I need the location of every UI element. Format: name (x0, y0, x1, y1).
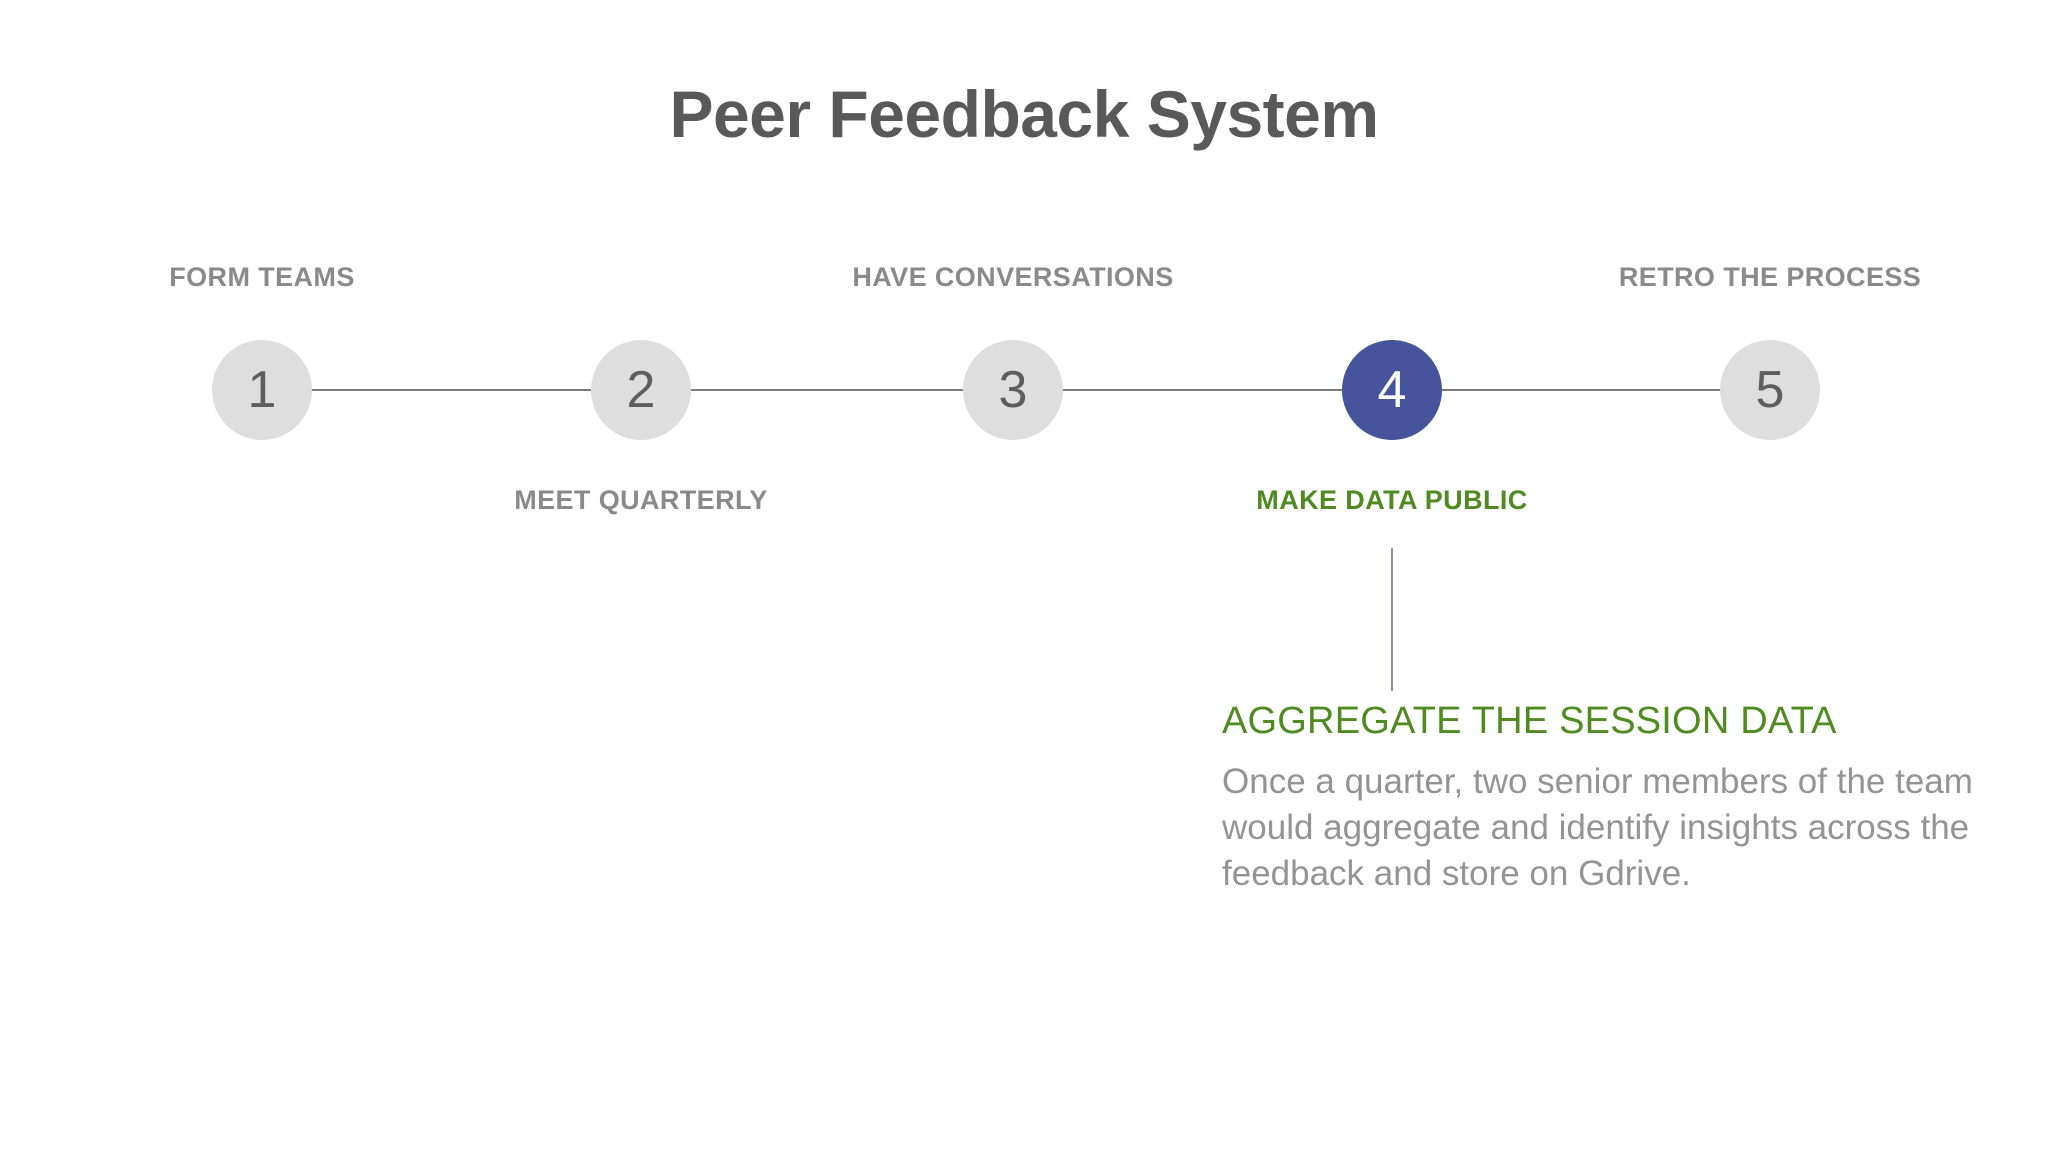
timeline-node-4-number: 4 (1377, 361, 1407, 419)
timeline: FORM TEAMS HAVE CONVERSATIONS RETRO THE … (169, 262, 1922, 515)
timeline-rail-4-5 (1442, 389, 1720, 391)
timeline-node-2-number: 2 (626, 361, 656, 419)
callout-connector-line (1391, 548, 1393, 691)
timeline-rail-1-2 (312, 389, 591, 391)
callout-panel: AGGREGATE THE SESSION DATA Once a quarte… (1222, 700, 2022, 898)
timeline-node-5[interactable]: 5 (1720, 340, 1820, 440)
callout-body: Once a quarter, two senior members of th… (1222, 762, 1973, 894)
callout-heading: AGGREGATE THE SESSION DATA (1222, 700, 1837, 742)
timeline-node-5-number: 5 (1755, 361, 1785, 419)
timeline-rail-3-4 (1063, 389, 1342, 391)
timeline-label-5: RETRO THE PROCESS (1618, 262, 1922, 292)
timeline-label-2: MEET QUARTERLY (514, 485, 768, 515)
page-title: Peer Feedback System (669, 77, 1379, 151)
timeline-label-1: FORM TEAMS (169, 262, 355, 292)
timeline-rail-2-3 (691, 389, 963, 391)
timeline-label-4: MAKE DATA PUBLIC (1256, 485, 1528, 515)
timeline-label-3: HAVE CONVERSATIONS (852, 262, 1174, 292)
timeline-node-3[interactable]: 3 (963, 340, 1063, 440)
timeline-node-1[interactable]: 1 (212, 340, 312, 440)
timeline-node-1-number: 1 (247, 361, 277, 419)
timeline-node-2[interactable]: 2 (591, 340, 691, 440)
timeline-node-4[interactable]: 4 (1342, 340, 1442, 440)
timeline-node-3-number: 3 (998, 361, 1028, 419)
